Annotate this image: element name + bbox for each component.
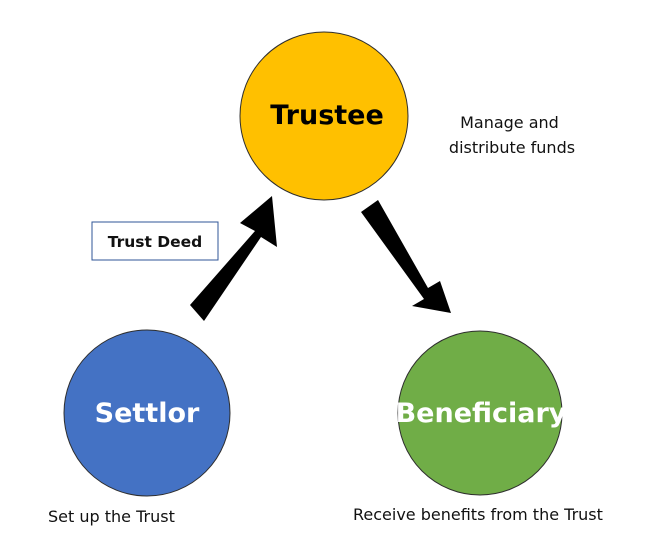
trustee-circle (239, 31, 409, 201)
trust-deed-label-box (91, 221, 219, 261)
trustee-role-caption: Manage and distribute funds (449, 113, 575, 157)
settlor-node: Settlor (63, 329, 231, 497)
arrow-settlor-to-trustee-shape (190, 196, 277, 321)
beneficiary-label: Beneficiary (396, 398, 567, 429)
settlor-circle (63, 329, 231, 497)
trust-deed-label: Trust Deed (91, 221, 219, 261)
arrow-trustee-to-beneficiary (361, 200, 451, 313)
settlor-label: Settlor (95, 398, 200, 429)
beneficiary-node: Beneficiary (396, 330, 567, 496)
beneficiary-role-caption: Receive benefits from the Trust (353, 505, 603, 524)
trust-deed-label-text: Trust Deed (108, 233, 203, 251)
trustee-node: Trustee (239, 31, 409, 201)
arrow-settlor-to-trustee (190, 196, 277, 321)
beneficiary-circle (397, 330, 563, 496)
arrow-trustee-to-beneficiary-shape (361, 200, 451, 313)
trustee-role-line-1: Manage and (460, 113, 559, 132)
trustee-label: Trustee (270, 100, 384, 131)
settlor-role-caption: Set up the Trust (48, 507, 175, 526)
trustee-role-line-2: distribute funds (449, 138, 575, 157)
